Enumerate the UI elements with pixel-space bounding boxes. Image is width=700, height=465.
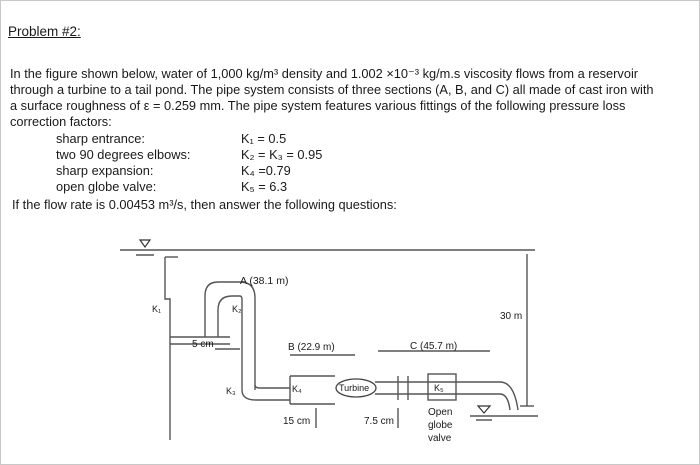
pipe-bottom-elbow-inner <box>254 384 290 389</box>
problem-title: Problem #2: <box>8 24 81 39</box>
globe-valve-body <box>427 373 457 401</box>
k3-label: K₃ <box>226 386 236 396</box>
k5-label: K₅ <box>434 383 444 393</box>
valve-label-line: globe <box>428 420 453 431</box>
turbine-icon <box>335 378 377 398</box>
flow-question: If the flow rate is 0.00453 m³/s, then a… <box>12 197 397 212</box>
valve-label-line: valve <box>428 433 452 444</box>
section-c-label: C (45.7 m) <box>410 341 457 352</box>
pipe-a-down-inner <box>239 295 243 390</box>
pipe-a-down-outer <box>239 281 256 390</box>
height-label: 30 m <box>500 311 522 322</box>
section-a-label: A (38.1 m) <box>240 275 288 287</box>
intro-line: a surface roughness of ε = 0.259 mm. The… <box>10 98 626 113</box>
pipe-a-elbow <box>204 281 240 305</box>
problem-intro: In the figure shown below, water of 1,00… <box>10 66 690 130</box>
pipe-bottom-elbow-outer <box>241 389 290 401</box>
turbine-label: Turbine <box>339 383 369 393</box>
fitting-name-entrance: sharp entrance: <box>56 131 145 146</box>
valve-label-line: Open <box>428 407 452 418</box>
section-b-label: B (22.9 m) <box>288 342 335 353</box>
intro-line: In the figure shown below, water of 1,00… <box>10 66 639 81</box>
fitting-name-expansion: sharp expansion: <box>56 163 154 178</box>
water-level-icon <box>476 405 492 414</box>
fitting-value-elbows: K₂ = K₃ = 0.95 <box>241 147 323 162</box>
pipe-outlet-curve <box>499 381 519 411</box>
diameter-a-label: 5 cm <box>192 339 214 350</box>
fitting-value-expansion: K₄ =0.79 <box>241 163 291 178</box>
fitting-value-valve: K₅ = 6.3 <box>241 179 288 194</box>
intro-line: correction factors: <box>10 114 112 129</box>
intro-line: through a turbine to a tail pond. The pi… <box>10 82 654 97</box>
pipe-outlet-curve-inner <box>499 393 511 411</box>
diameter-c-label: 7.5 cm <box>364 416 394 427</box>
fitting-name-valve: open globe valve: <box>56 179 157 194</box>
fitting-value-entrance: K₁ = 0.5 <box>241 131 287 146</box>
fitting-name-elbows: two 90 degrees elbows: <box>56 147 191 162</box>
diameter-b-label: 15 cm <box>283 416 310 427</box>
pipe-a-elbow-inner <box>217 295 240 311</box>
reservoir-wall <box>164 257 171 440</box>
k2-label: K₂ <box>232 304 242 314</box>
k4-label: K₄ <box>292 384 302 394</box>
water-level-icon <box>138 239 152 249</box>
k1-label: K₁ <box>152 304 161 314</box>
